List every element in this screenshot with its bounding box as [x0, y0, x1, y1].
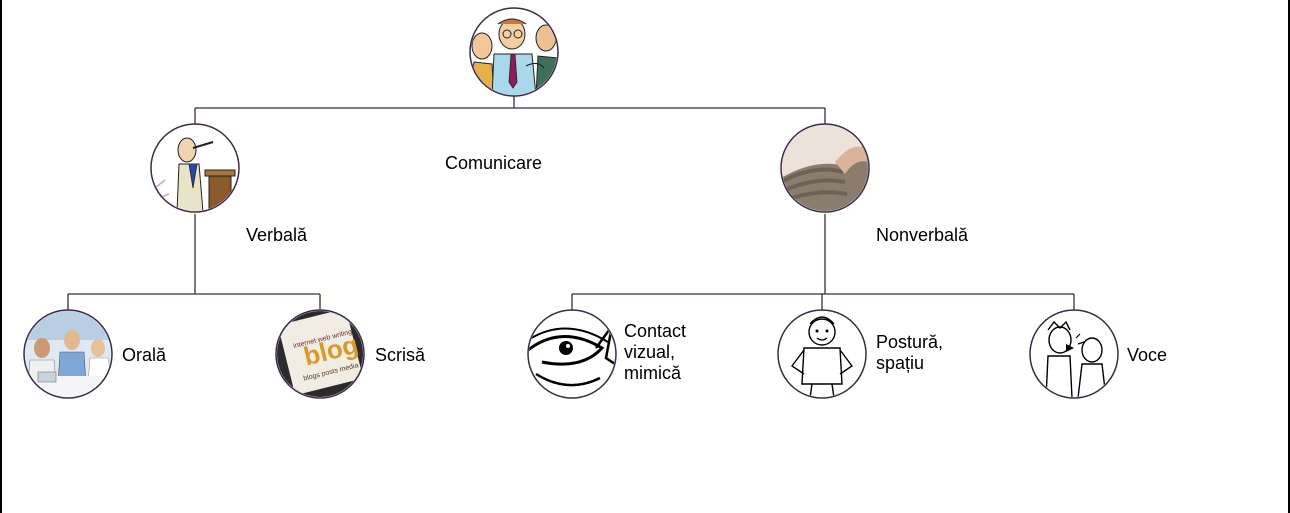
leaf-label-orala: Orală [122, 345, 167, 365]
standing-person-icon [777, 309, 867, 399]
leaf-label-postura: Postură, spațiu [876, 332, 944, 373]
blog-word-cloud-icon: blog internet web writing blogs posts me… [275, 309, 365, 399]
eye-icon [527, 309, 617, 399]
connector-lines [67, 96, 1075, 310]
people-talking-icon [469, 7, 559, 97]
leaf-label-scrisa: Scrisă [375, 345, 426, 365]
handshake-icon [780, 123, 870, 213]
branch-label-nonverbala: Nonverbală [876, 225, 969, 245]
branch-label-verbala: Verbală [246, 225, 308, 245]
leaf-label-voce: Voce [1127, 345, 1168, 365]
shouting-people-icon [1029, 309, 1119, 399]
root-label: Comunicare [445, 153, 543, 173]
office-meeting-icon [23, 309, 113, 399]
speaker-at-podium-icon [150, 123, 240, 213]
leaf-label-contact: Contact vizual, mimică [624, 321, 687, 383]
